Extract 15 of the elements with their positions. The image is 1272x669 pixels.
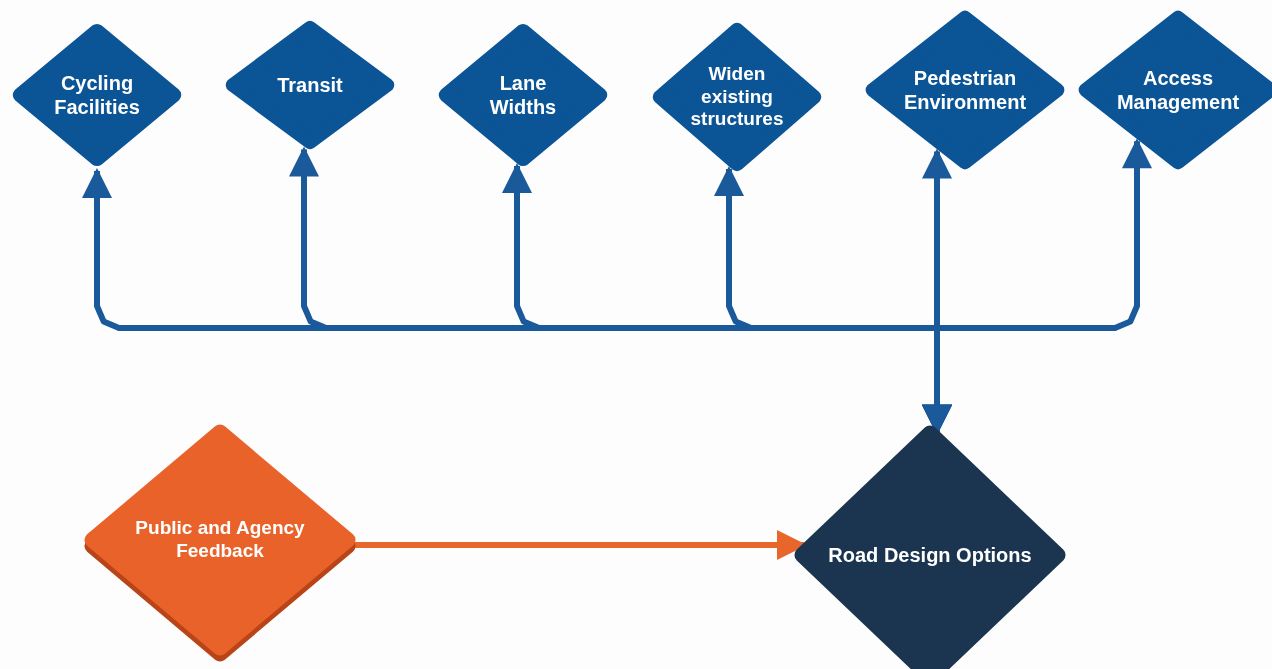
- diamond-node: [12, 23, 182, 167]
- node-label: Access Management: [1115, 66, 1241, 114]
- node-label: Pedestrian Environment: [902, 66, 1028, 114]
- node-label: Road Design Options: [828, 543, 1032, 567]
- diamond-node: [225, 20, 395, 150]
- diamond-node: [794, 425, 1066, 669]
- diamond-node: [438, 23, 608, 167]
- node-label: Public and Agency Feedback: [134, 517, 306, 563]
- diamond-node: [1078, 10, 1272, 170]
- diamond-node: [652, 22, 822, 172]
- diamond-node: [865, 10, 1065, 170]
- node-label: Transit: [277, 73, 343, 97]
- node-label: Lane Widths: [488, 71, 558, 119]
- node-label: Widen existing structures: [689, 62, 785, 132]
- node-label: Cycling Facilities: [53, 71, 141, 119]
